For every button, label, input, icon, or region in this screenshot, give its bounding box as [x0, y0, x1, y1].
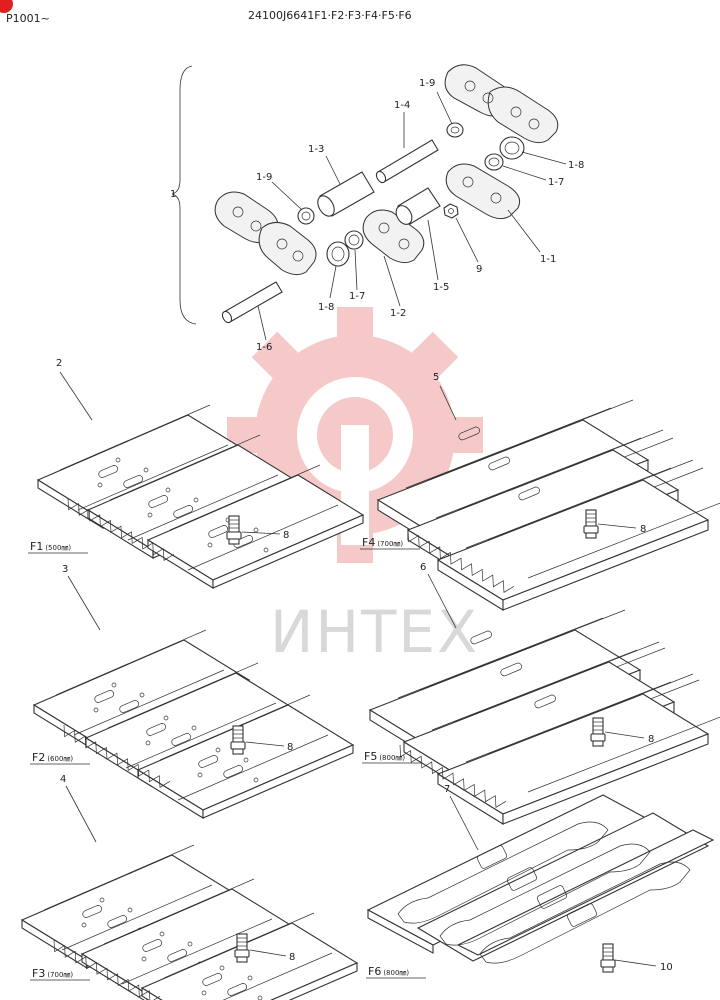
shoe-f2-caption: F2(600㎜) [32, 751, 73, 764]
shoe-f4-bolt-label: 8 [640, 524, 646, 535]
seal-1-8-right [499, 136, 525, 160]
callout-1-4: 1-4 [394, 100, 410, 111]
shoe-f4-part-label: 5 [433, 372, 439, 383]
watermark-text: ИНТЕХ [270, 598, 479, 666]
bushing-1-3 [317, 171, 375, 217]
pin-1-4 [375, 139, 439, 184]
shoe-f6-caption: F6(800㎜) [368, 965, 409, 978]
shoe-f6-bolt-label: 10 [660, 962, 673, 973]
seal-1-8-mid [326, 241, 350, 267]
shoe-f5-caption: F5(800㎜) [364, 750, 405, 763]
shoe-f2: 3 8 F2(600㎜) [30, 564, 354, 819]
shoe-f4-caption: F4(700㎜) [362, 536, 403, 549]
seal-1-9-top [446, 122, 464, 138]
bushing-1-5 [395, 187, 441, 225]
serial-range: P1001~ [6, 12, 50, 25]
part-number-title: 24100J6641F1·F2·F3·F4·F5·F6 [248, 9, 412, 22]
shoe-f6: 7 10 F6(800㎜) [366, 784, 715, 979]
shoe-f2-bolt-label: 8 [287, 742, 293, 753]
callout-1-8-right: 1-8 [568, 160, 584, 171]
seal-1-7-mid [344, 230, 364, 250]
shoe-f3-bolt-label: 8 [289, 952, 295, 963]
seal-1-9-left [297, 207, 315, 225]
callout-1-7-right: 1-7 [548, 177, 564, 188]
link-upper-right [444, 64, 559, 144]
callout-9: 9 [476, 264, 482, 275]
assembly-label: 1 [170, 189, 176, 200]
shoe-f1-part-label: 2 [56, 358, 62, 369]
link-1-1 [445, 163, 521, 220]
shoe-f6-part-label: 7 [444, 784, 450, 795]
callout-1-7-mid: 1-7 [349, 291, 365, 302]
shoe-f4: 5 8 F4(700㎜) [360, 372, 720, 611]
nut-9 [443, 203, 459, 219]
shoe-f2-part-label: 3 [62, 564, 68, 575]
shoe-f5: 6 8 F5(800㎜) [362, 562, 720, 825]
corner-marker-icon [0, 0, 13, 13]
callout-1-9-left: 1-9 [256, 172, 272, 183]
callout-1-6: 1-6 [256, 342, 272, 353]
callout-1-8-mid: 1-8 [318, 302, 334, 313]
link-1-2 [362, 209, 425, 264]
shoe-f1-bolt-label: 8 [283, 530, 289, 541]
shoe-f3-caption: F3(700㎜) [32, 967, 73, 980]
callout-1-2: 1-2 [390, 308, 406, 319]
assembly-bracket [171, 65, 197, 325]
link-assembly: 1 [170, 64, 584, 353]
callout-1-9-top: 1-9 [419, 78, 435, 89]
shoe-f5-part-label: 6 [420, 562, 426, 573]
shoe-f3: 4 8 F3(700㎜) [21, 774, 358, 1000]
callout-1-5: 1-5 [433, 282, 449, 293]
shoe-f1-caption: F1(500㎜) [30, 540, 71, 553]
shoe-f1: 2 8 F1(500㎜) [28, 358, 364, 589]
shoe-f5-bolt-label: 8 [648, 734, 654, 745]
seal-1-7-right [484, 153, 504, 171]
shoe-f3-part-label: 4 [60, 774, 66, 785]
link-left [214, 191, 317, 276]
callout-1-3: 1-3 [308, 144, 324, 155]
callout-1-1: 1-1 [540, 254, 556, 265]
pin-1-6 [221, 281, 283, 324]
